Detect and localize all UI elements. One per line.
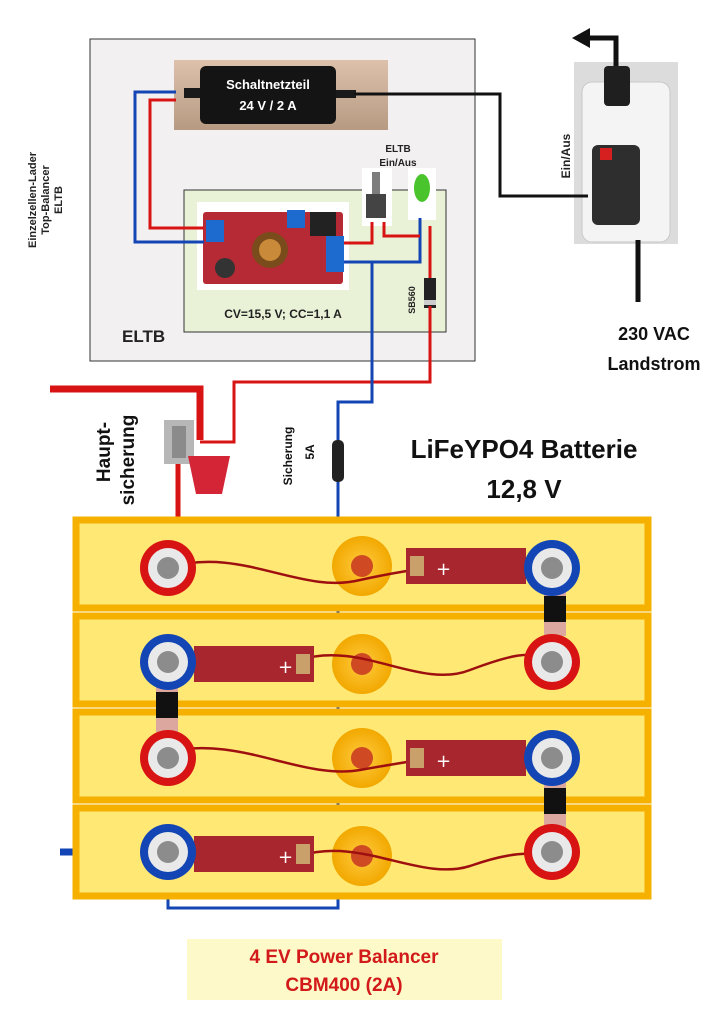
side-label-line2: Top-Balancer	[40, 165, 52, 235]
psu-label-line1: Schaltnetzteil	[226, 77, 310, 92]
cell-vents	[332, 536, 392, 886]
balancer-board-4: +	[194, 836, 314, 872]
terminal-negative	[524, 730, 580, 786]
shore-power-line1: 230 VAC	[618, 324, 690, 344]
balancer-caption-line2: CBM400 (2A)	[285, 975, 402, 996]
balancer-caption: 4 EV Power Balancer CBM400 (2A)	[187, 939, 502, 1000]
main-fuse-label-2: sicherung	[118, 415, 139, 506]
eltb-side-label: Einzelzellen-Lader Top-Balancer ELTB	[27, 151, 65, 248]
side-label-line1: Einzelzellen-Lader	[27, 151, 39, 248]
charger-board-area: CV=15,5 V; CC=1,1 A	[183, 189, 447, 333]
fuse-5a-label-1: Sicherung	[281, 427, 295, 486]
main-fuse: Haupt- sicherung	[94, 415, 230, 548]
eltb-title: ELTB	[122, 327, 165, 346]
mains-switch-label: Ein/Aus	[559, 133, 573, 178]
balancer-board-3: +	[406, 740, 526, 776]
main-fuse-label-1: Haupt-	[94, 422, 115, 482]
terminal-negative	[140, 634, 196, 690]
main-positive-lead	[50, 385, 204, 440]
battery-voltage: 12,8 V	[486, 474, 562, 504]
battery-title: LiFeYPO4 Batterie	[411, 434, 638, 464]
eltb-switch-label-1: ELTB	[385, 144, 410, 155]
terminals	[140, 540, 580, 880]
terminal-positive	[140, 540, 196, 596]
power-supply: Schaltnetzteil 24 V / 2 A	[174, 60, 388, 130]
plus-icon: +	[436, 751, 451, 772]
terminal-negative	[140, 824, 196, 880]
balancer-board-2: +	[194, 646, 314, 682]
terminal-negative	[524, 540, 580, 596]
terminal-positive	[524, 824, 580, 880]
wires	[133, 90, 588, 910]
mains-socket: Ein/Aus	[559, 62, 678, 244]
shore-power-line2: Landstrom	[607, 354, 700, 374]
plus-icon: +	[278, 657, 293, 678]
balancer-board-1: +	[406, 548, 526, 584]
plus-icon: +	[278, 847, 293, 868]
terminal-positive	[140, 730, 196, 786]
psu-label-line2: 24 V / 2 A	[239, 98, 297, 113]
eltb-switch: ELTB Ein/Aus	[362, 144, 436, 226]
plus-icon: +	[436, 559, 451, 580]
fuse-5a: Sicherung 5A	[281, 427, 344, 486]
diode-sb560: SB560	[407, 278, 436, 314]
charger-settings: CV=15,5 V; CC=1,1 A	[224, 307, 342, 321]
balancer-caption-line1: 4 EV Power Balancer	[249, 947, 439, 968]
diode-label: SB560	[407, 286, 417, 314]
up-arrow-icon	[572, 28, 619, 66]
balancer-boards: + + + +	[194, 548, 526, 872]
side-label-line3: ELTB	[53, 186, 65, 214]
terminal-positive	[524, 634, 580, 690]
fuse-5a-label-2: 5A	[303, 444, 317, 460]
eltb-switch-label-2: Ein/Aus	[379, 158, 417, 169]
